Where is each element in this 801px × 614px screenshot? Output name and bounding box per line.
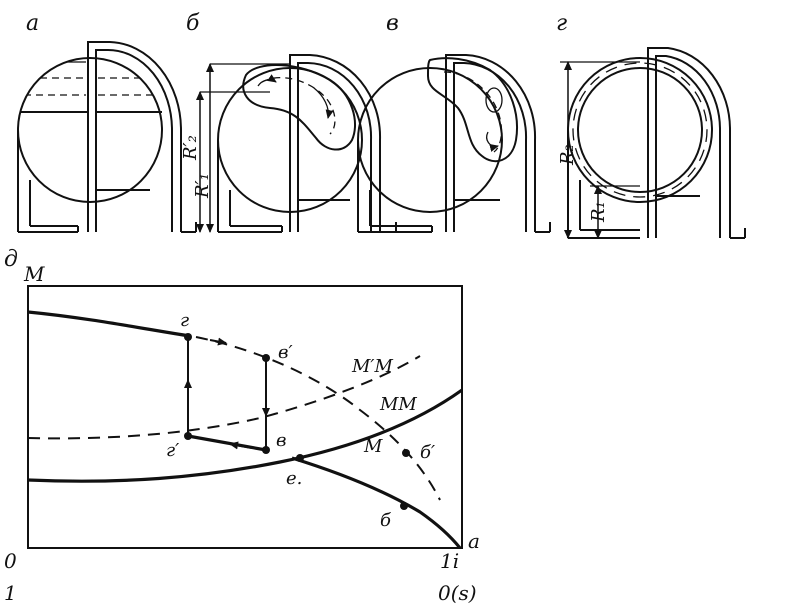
point-v-prime (262, 354, 270, 362)
panel-b-coupling: R′₂ R′₁ б (180, 11, 397, 233)
x-end-sub-label: 0(s) (438, 581, 477, 605)
point-g-prime (184, 432, 192, 440)
point-g (184, 333, 192, 341)
segment-arrow (229, 441, 253, 450)
radius-label-r2: R₂ (557, 144, 578, 166)
curve-m-dashed (195, 336, 441, 501)
radius-label-r2-prime: R′₂ (180, 135, 201, 161)
point-label-b: б (380, 510, 392, 531)
curve-mm (27, 388, 463, 483)
point-v (262, 446, 270, 454)
panel-v-coupling: в (357, 11, 551, 233)
end-point-label: a (468, 529, 480, 553)
origin-sub-label: 1 (4, 581, 17, 605)
point-label-b-prime: б′ (420, 442, 435, 463)
curve-m-arrow (209, 337, 227, 346)
curve-mm-prime (27, 355, 421, 440)
point-label-e: е. (286, 468, 302, 489)
point-label-v-prime: в′ (278, 342, 293, 363)
curve-label-mm: MM (379, 394, 417, 415)
segment-g-prime-v (187, 434, 267, 452)
origin-label: 0 (4, 549, 17, 573)
panel-label-b: б (186, 11, 200, 36)
point-e (296, 454, 304, 462)
point-label-v: в (276, 430, 286, 451)
panel-label-a: а (26, 11, 39, 36)
curve-m-solid-lower (291, 456, 462, 549)
point-label-g-prime: г′ (166, 440, 179, 461)
curve-label-mm-prime: M′M (351, 356, 394, 377)
curve-m-solid-upper (27, 310, 191, 338)
point-b-prime (402, 449, 410, 457)
panel-label-g: г (556, 11, 567, 36)
x-end-label: 1i (440, 549, 459, 573)
point-label-g: г (180, 310, 189, 331)
y-axis-label: M (23, 262, 45, 286)
curve-label-m: M (363, 436, 383, 457)
panel-a-coupling: а (17, 11, 197, 233)
characteristics-graph: д M 0 1 1i 0(s) a г г′ в′ (4, 247, 480, 605)
radius-label-r1-prime: R′₁ (192, 173, 213, 199)
graph-frame (27, 285, 463, 549)
panel-label-d: д (4, 247, 18, 272)
point-b (400, 502, 408, 510)
panel-g-coupling: R₂ R₁ г (556, 11, 746, 239)
panel-label-v: в (386, 11, 399, 36)
radius-label-r1: R₁ (588, 201, 609, 223)
